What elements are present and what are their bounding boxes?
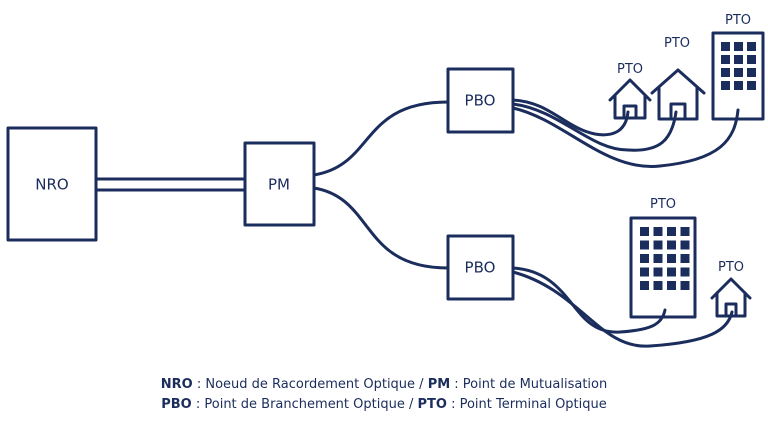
building-window	[747, 42, 756, 51]
legend-pbo-term: PBO	[161, 397, 192, 412]
building-window	[640, 227, 649, 236]
legend-pm-definition: : Point de Mutualisation	[450, 377, 608, 392]
building-window	[734, 81, 743, 90]
building-window	[653, 281, 663, 290]
building-top-windows	[721, 42, 756, 90]
building-window	[680, 267, 690, 277]
legend-line-2: PBO : Point de Branchement Optique / PTO…	[0, 397, 768, 412]
pm-label: PM	[268, 176, 290, 194]
building-window	[734, 68, 743, 77]
building-window	[747, 81, 756, 90]
building-window	[721, 55, 730, 64]
pbo-bottom-label: PBO	[465, 259, 496, 277]
building-window	[721, 81, 730, 90]
legend-pto-term: PTO	[417, 397, 447, 412]
nro-box	[6, 126, 98, 242]
legend-nro-term: NRO	[160, 377, 193, 392]
pto-house-large-label: PTO	[664, 36, 690, 51]
building-window	[653, 254, 663, 263]
fiber-to-house-small	[511, 98, 630, 137]
building-window	[680, 281, 690, 290]
legend-nro-definition: : Noeud de Racordement Optique /	[192, 377, 428, 392]
building-window	[667, 240, 676, 250]
pto-house-bottom-label: PTO	[718, 260, 744, 275]
legend-pto-definition: : Point Terminal Optique	[446, 397, 607, 412]
pbo-top-label: PBO	[465, 92, 496, 110]
fiber-to-building-bottom	[511, 266, 667, 334]
building-window	[747, 55, 756, 64]
nro-label: NRO	[35, 176, 68, 194]
building-window	[640, 240, 649, 250]
building-window	[680, 254, 690, 263]
building-bottom-icon	[629, 216, 697, 319]
pto-house-small-label: PTO	[617, 62, 643, 77]
pm-pbo-top-link	[312, 100, 450, 177]
building-window	[667, 227, 676, 236]
building-bottom-windows	[640, 227, 690, 290]
building-window	[653, 240, 663, 250]
building-top-icon	[711, 31, 765, 121]
fiber-to-house-large	[511, 102, 678, 152]
building-window	[734, 42, 743, 51]
building-window	[734, 55, 743, 64]
building-window	[640, 267, 649, 277]
house-bottom-icon	[710, 277, 752, 318]
building-window	[667, 281, 676, 290]
building-window	[667, 254, 676, 263]
building-window	[653, 267, 663, 277]
house-large-icon	[650, 68, 706, 121]
house-small-icon	[608, 78, 652, 120]
pm-pbo-bottom-link	[312, 186, 450, 270]
legend-line-1: NRO : Noeud de Racordement Optique / PM …	[0, 377, 768, 392]
building-window	[680, 240, 690, 250]
pm-box	[243, 141, 316, 227]
building-window	[747, 68, 756, 77]
building-window	[653, 227, 663, 236]
fiber-network-diagram: NRO PM PBO PBO PTO PTO PTO PTO PTO	[6, 13, 765, 348]
fiber-to-house-bottom	[511, 270, 734, 348]
building-window	[721, 68, 730, 77]
building-window	[721, 42, 730, 51]
pto-building-top-label: PTO	[725, 13, 751, 28]
pto-building-bottom-label: PTO	[650, 197, 676, 212]
building-window	[640, 281, 649, 290]
fiber-to-building-top	[511, 106, 740, 168]
building-window	[680, 227, 690, 236]
building-window	[640, 254, 649, 263]
legend-pm-term: PM	[427, 377, 451, 392]
legend-pbo-definition: : Point de Branchement Optique /	[191, 397, 418, 412]
building-window	[667, 267, 676, 277]
